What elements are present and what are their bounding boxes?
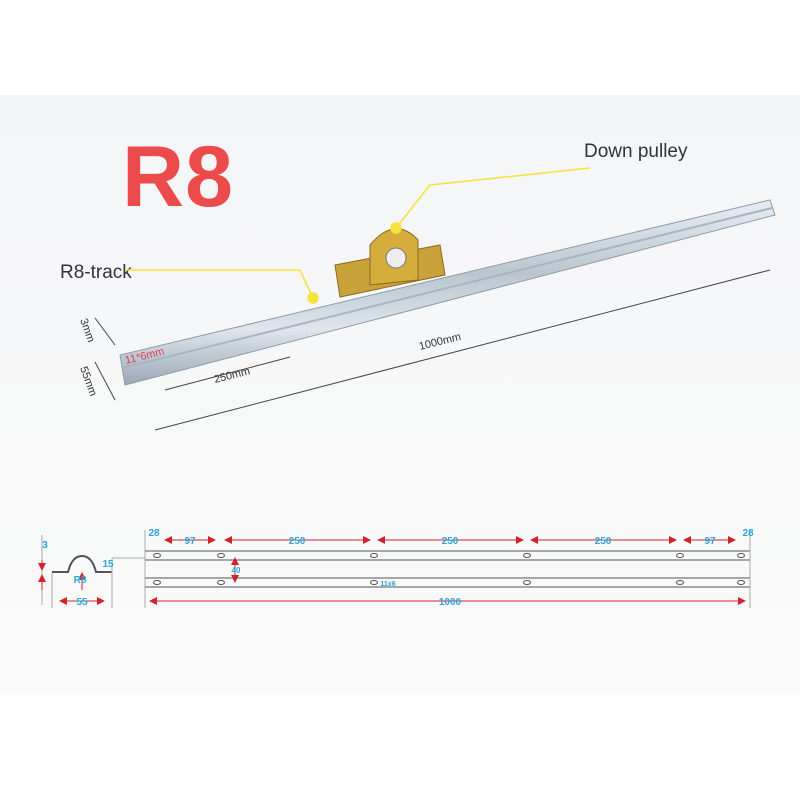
thickness-label: 3mm — [77, 317, 97, 344]
rail-gap-dim: 40 — [232, 566, 241, 575]
dim-5: 97 — [704, 536, 716, 547]
photo-dimension-lines — [94, 269, 771, 431]
dim-1: 97 — [184, 536, 196, 547]
hole — [370, 553, 378, 558]
hole — [523, 553, 531, 558]
hole-dim: 11x6 — [380, 581, 395, 588]
spacing-label: 250mm — [213, 365, 252, 386]
profile-width-dim: 55 — [76, 597, 88, 608]
hole — [523, 580, 531, 585]
profile-height-dim: 3 — [42, 540, 48, 551]
profile-flange-dim: 15 — [102, 559, 114, 570]
track-label: R8-track — [60, 262, 132, 283]
hole — [737, 553, 745, 558]
width-label: 55mm — [77, 365, 99, 398]
technical-drawing — [41, 530, 751, 608]
dim-2: 250 — [289, 536, 306, 547]
product-title: R8 — [122, 129, 234, 225]
hole — [676, 553, 684, 558]
hole — [676, 580, 684, 585]
hole — [153, 580, 161, 585]
background — [0, 95, 800, 695]
mounting-holes — [153, 553, 745, 585]
profile-radius-dim: R8 — [74, 575, 87, 586]
hole — [217, 580, 225, 585]
length-label: 1000mm — [418, 331, 462, 353]
down-pulley-label: Down pulley — [584, 141, 688, 162]
pulley-icon — [334, 228, 446, 298]
dim-0: 28 — [148, 528, 160, 539]
hole — [217, 553, 225, 558]
dim-3: 250 — [442, 536, 459, 547]
total-length-dim: 1000 — [439, 597, 462, 608]
dim-6: 28 — [742, 528, 754, 539]
hole — [153, 553, 161, 558]
dim-4: 250 — [595, 536, 612, 547]
hole — [370, 580, 378, 585]
track-photo — [119, 199, 776, 386]
hole — [737, 580, 745, 585]
dimension-arrows — [38, 536, 746, 605]
leader-lines — [125, 167, 591, 304]
